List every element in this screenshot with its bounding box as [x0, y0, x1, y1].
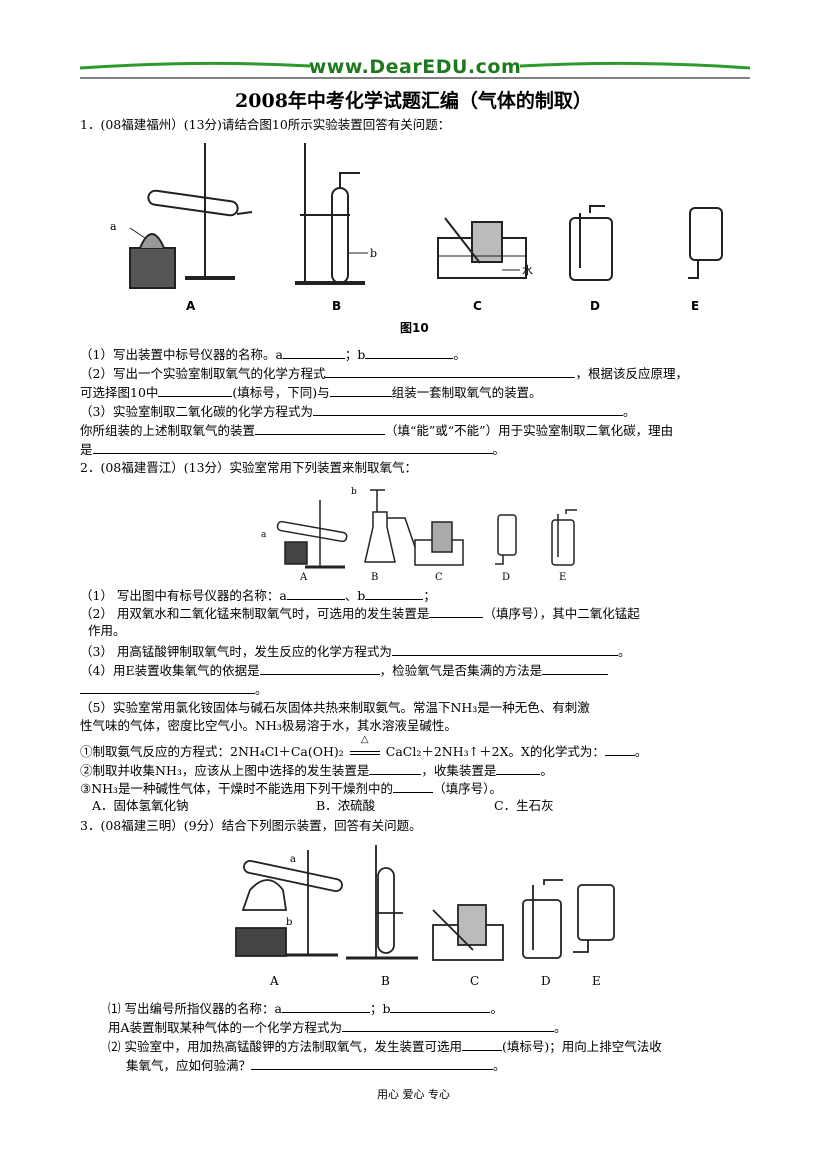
header-swoosh — [79, 61, 751, 79]
q2-option-c: C．生石灰 — [494, 798, 554, 813]
q1-blank-device2[interactable] — [329, 384, 392, 397]
q3-blank-a[interactable] — [281, 1000, 370, 1013]
q1-apparatus-d: D — [590, 299, 600, 313]
q2-figure: a b A B C D E — [255, 482, 585, 591]
q3-part2-line1: ⑵ 实验室中，用加热高锰酸钾的方法制取氧气，发生装置可选用(填标号)；用向上排空… — [108, 1038, 662, 1054]
q2-part4-line1: （4）用E装置收集氧气的依据是，检验氧气是否集满的方法是 — [80, 662, 609, 679]
page-title: 2008年中考化学试题汇编（气体的制取） — [235, 90, 592, 112]
q2-label-a: a — [261, 530, 267, 540]
q2-apparatus-e: E — [559, 572, 566, 583]
q1-label-a: a — [110, 220, 117, 233]
q1-part3-line3: 是。 — [80, 441, 506, 457]
q2-blank-x-formula[interactable] — [604, 743, 635, 756]
q1-blank-b[interactable] — [365, 346, 454, 359]
q2-part2-line2: 作用。 — [88, 623, 126, 638]
q3-stem: 3．(08福建三明）(9分）结合下列图示装置，回答有关问题。 — [80, 818, 422, 833]
q3-blank-b[interactable] — [390, 1000, 491, 1013]
q2-option-a: A．固体氢氧化钠 — [92, 798, 189, 813]
q2-apparatus-c: C — [435, 572, 443, 583]
q1-part3-line1: （3）实验室制取二氧化碳的化学方程式为。 — [80, 403, 636, 419]
q1-blank-device1[interactable] — [158, 384, 233, 397]
q2-part5-line1: （5）实验室常用氯化铵固体与碱石灰固体共热来制取氨气。常温下NH₃是一种无色、有… — [80, 700, 590, 715]
q2-label-b: b — [351, 487, 357, 497]
q3-apparatus-e: E — [592, 974, 601, 988]
q2-blank-kmno4-equation[interactable] — [391, 643, 618, 656]
q1-blank-o2-equation[interactable] — [325, 365, 576, 378]
q2-part5-line2: 性气味的气体，密度比空气小。NH₃极易溶于水，其水溶液呈碱性。 — [80, 718, 457, 733]
q1-apparatus-c: C — [473, 299, 482, 313]
q1-part2-line2: 可选择图10中(填标号，下同)与组装一套制取氧气的装置。 — [80, 384, 542, 400]
q2-part4-line2: 。 — [80, 681, 268, 698]
q3-apparatus-c: C — [470, 974, 479, 988]
q3-apparatus-a: A — [269, 974, 279, 988]
page-footer: 用心 爱心 专心 — [377, 1088, 450, 1101]
q2-blank-b[interactable] — [365, 587, 424, 600]
q3-part1b: 用A装置制取某种气体的一个化学方程式为。 — [108, 1019, 567, 1035]
q1-blank-can-or-not[interactable] — [255, 422, 386, 435]
brand-text: www.DearEDU.com — [308, 56, 522, 78]
q1-blank-co2-equation[interactable] — [312, 403, 623, 416]
q2-stem: 2．(08福建晋江）(13分）实验室常用下列装置来制取氧气： — [80, 460, 418, 475]
q3-figure: a b A B C D E — [228, 840, 628, 999]
q1-stem: 1．(08福建福州）(13分)请结合图10所示实验装置回答有关问题： — [80, 117, 451, 132]
q1-figure-caption: 图10 — [400, 321, 429, 335]
q1-blank-reason[interactable] — [92, 441, 493, 454]
header-logo: www.DearEDU.com — [79, 56, 751, 80]
q1-apparatus-e: E — [691, 299, 699, 313]
q1-apparatus-b: B — [332, 299, 341, 313]
q2-part2-line1: （2） 用双氧水和二氧化锰来制取氧气时，可选用的发生装置是（填序号），其中二氧化… — [80, 605, 640, 621]
q2-apparatus-a: A — [299, 572, 308, 583]
q2-sub2: ②制取并收集NH₃，应该从上图中选择的发生装置是，收集装置是。 — [80, 762, 553, 778]
q3-part1: ⑴ 写出编号所指仪器的名称：a；b。 — [108, 1000, 503, 1016]
q3-blank-verify[interactable] — [251, 1057, 494, 1070]
q2-option-b: B．浓硫酸 — [316, 798, 376, 813]
q2-blank-a[interactable] — [286, 587, 345, 600]
q2-blank-basis[interactable] — [259, 662, 380, 675]
q1-figure: a b 水 A B C D E 图10 — [100, 138, 740, 342]
q2-apparatus-b: B — [371, 572, 378, 583]
q3-blank-equation[interactable] — [342, 1019, 555, 1032]
q1-label-b: b — [370, 247, 377, 260]
q2-blank-nh3-generator[interactable] — [369, 762, 422, 775]
q1-apparatus-a: A — [186, 299, 196, 313]
q3-label-a: a — [290, 854, 296, 865]
q2-blank-nh3-collector[interactable] — [496, 762, 541, 775]
q2-sub3: ③NH₃是一种碱性气体，干燥时不能选用下列干燥剂中的（填序号）。 — [80, 780, 502, 796]
q3-blank-generator[interactable] — [461, 1038, 502, 1051]
q2-blank-check-cont[interactable] — [80, 681, 255, 694]
q2-blank-generator[interactable] — [429, 605, 484, 618]
heat-condition: △ — [348, 734, 382, 760]
q1-part1: （1）写出装置中标号仪器的名称。a；b。 — [80, 346, 466, 362]
q1-label-water: 水 — [522, 264, 533, 277]
q2-part3: （3） 用高锰酸钾制取氧气时，发生反应的化学方程式为。 — [80, 643, 631, 659]
q2-blank-desiccant[interactable] — [393, 780, 434, 793]
q2-blank-check[interactable] — [542, 662, 609, 675]
q3-label-b: b — [286, 917, 292, 928]
q3-apparatus-b: B — [381, 974, 390, 988]
q2-sub1: ①制取氨气反应的方程式：2NH₄Cl＋Ca(OH)₂ △ CaCl₂＋2NH₃↑… — [80, 734, 648, 760]
q2-apparatus-d: D — [502, 572, 510, 583]
q1-part2-line1: （2）写出一个实验室制取氧气的化学方程式，根据该反应原理， — [80, 365, 688, 381]
q2-part1: （1） 写出图中有标号仪器的名称：a、b； — [80, 587, 436, 603]
q1-part3-line2: 你所组装的上述制取氧气的装置（填“能”或“不能”）用于实验室制取二氧化碳，理由 — [80, 422, 674, 438]
q3-part2-line2: 集氧气，应如何验满？。 — [126, 1057, 506, 1073]
q1-blank-a[interactable] — [282, 346, 345, 359]
q3-apparatus-d: D — [541, 974, 551, 988]
